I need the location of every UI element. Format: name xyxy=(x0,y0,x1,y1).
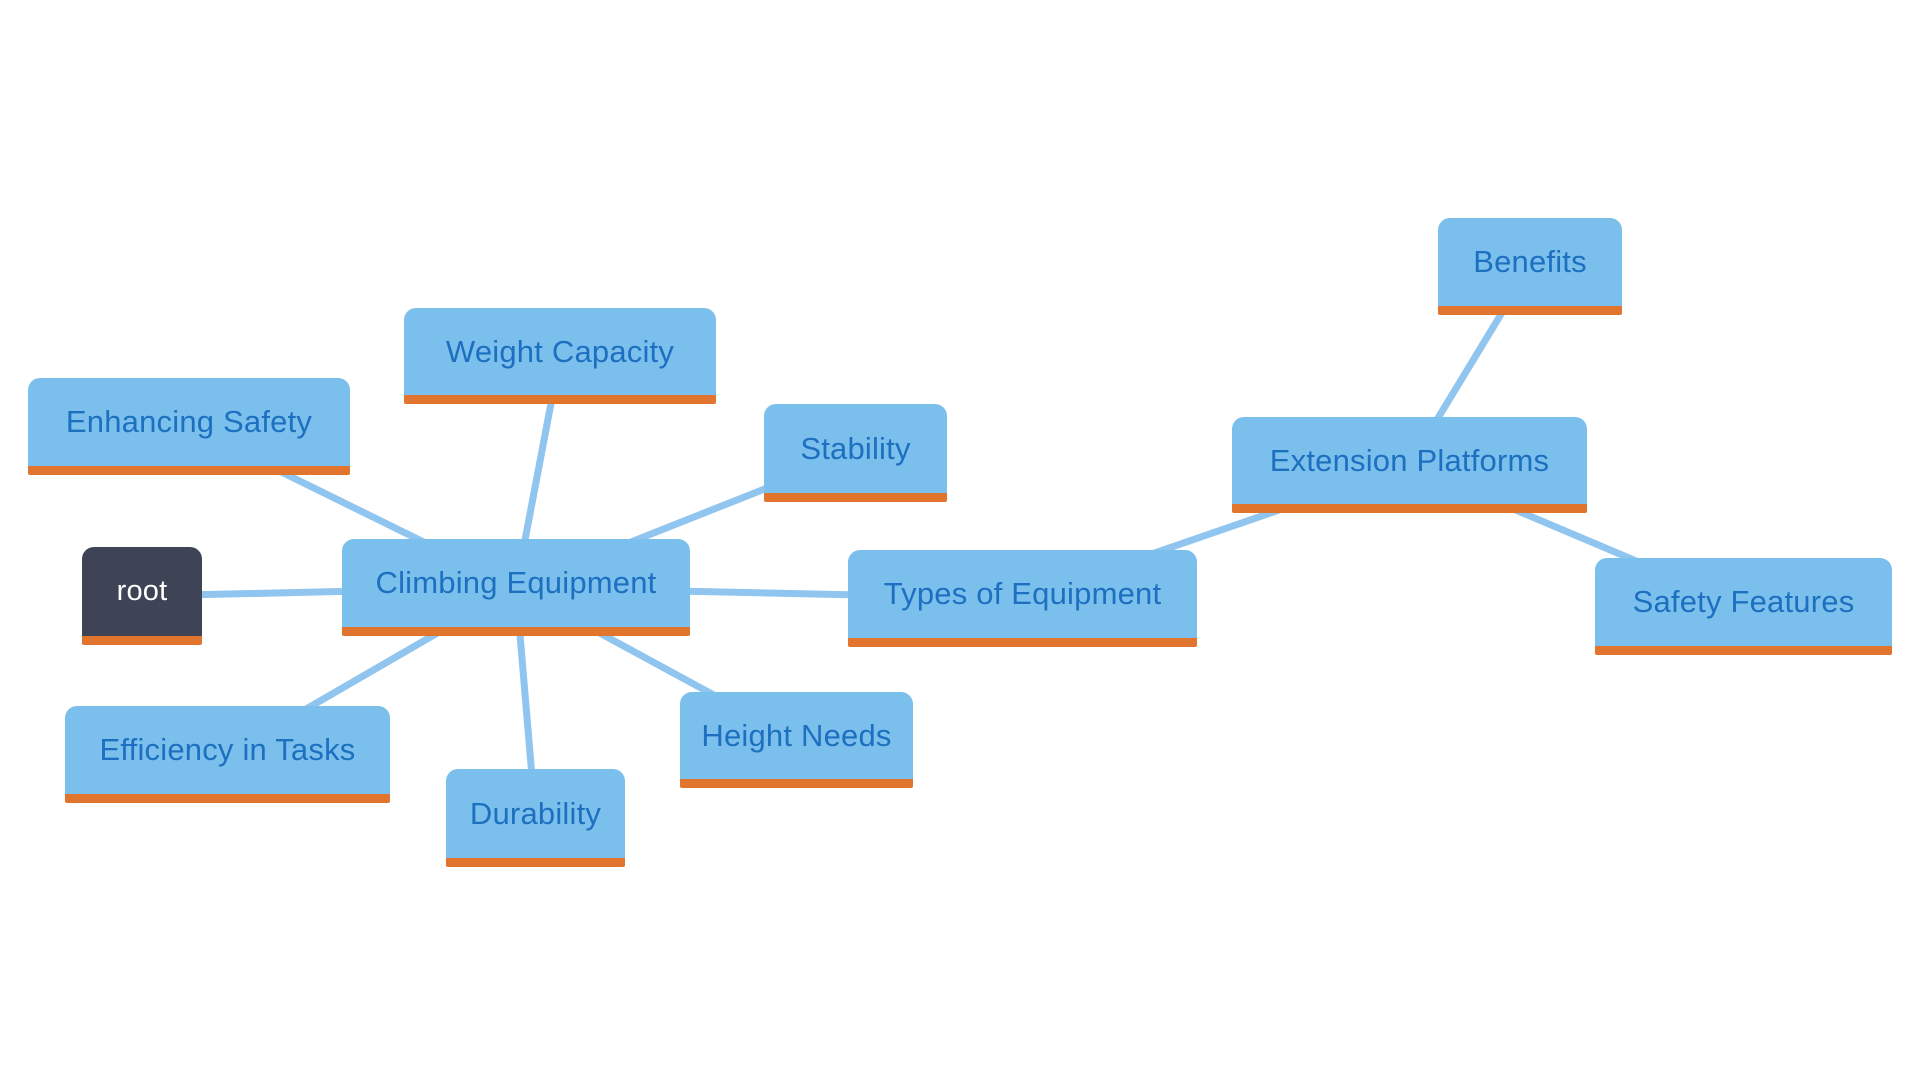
node-label: Safety Features xyxy=(1632,584,1855,619)
mindmap-node-benefits[interactable]: Benefits xyxy=(1438,218,1622,315)
node-label: Efficiency in Tasks xyxy=(99,732,356,767)
mindmap-node-durability[interactable]: Durability xyxy=(446,769,625,867)
node-label: Enhancing Safety xyxy=(65,404,313,439)
mindmap-node-efficiency-in-tasks[interactable]: Efficiency in Tasks xyxy=(65,706,390,803)
mindmap-node-extension-platforms[interactable]: Extension Platforms xyxy=(1232,417,1587,513)
node-label: Extension Platforms xyxy=(1269,442,1550,478)
mindmap-node-safety-features[interactable]: Safety Features xyxy=(1595,558,1892,655)
node-label: Durability xyxy=(469,795,602,831)
mindmap-node-climbing-equipment[interactable]: Climbing Equipment xyxy=(342,539,690,636)
node-label: Stability xyxy=(800,430,911,466)
mindmap-node-root[interactable]: root xyxy=(82,547,202,645)
node-label: Types of Equipment xyxy=(883,576,1162,611)
node-label: Height Needs xyxy=(701,717,892,753)
mindmap-node-enhancing-safety[interactable]: Enhancing Safety xyxy=(28,378,350,475)
node-label: Weight Capacity xyxy=(445,333,675,369)
mindmap-node-stability[interactable]: Stability xyxy=(764,404,947,502)
node-label: root xyxy=(116,575,168,607)
node-label: Climbing Equipment xyxy=(375,565,657,600)
mindmap-node-types-of-equipment[interactable]: Types of Equipment xyxy=(848,550,1197,647)
mindmap-node-weight-capacity[interactable]: Weight Capacity xyxy=(404,308,716,404)
mindmap-node-height-needs[interactable]: Height Needs xyxy=(680,692,913,788)
node-label: Benefits xyxy=(1473,244,1587,279)
